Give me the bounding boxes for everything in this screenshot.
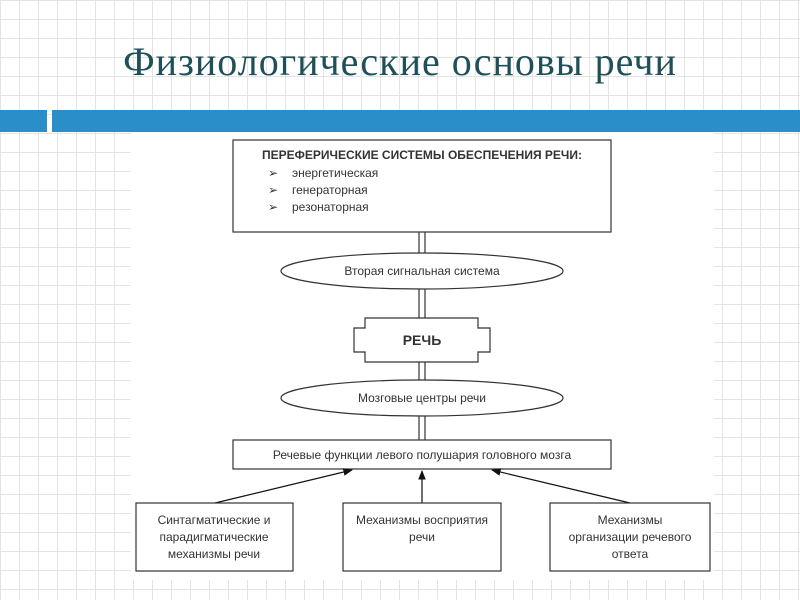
second-signal-system-label: Вторая сигнальная система — [344, 264, 500, 278]
title-band-left — [0, 110, 47, 132]
peripheral-systems-heading: ПЕРЕФЕРИЧЕСКИЕ СИСТЕМЫ ОБЕСПЕЧЕНИЯ РЕЧИ: — [262, 148, 582, 162]
left-hemisphere-label: Речевые функции левого полушария головно… — [273, 448, 572, 462]
mechanism-box-response: Механизмы организации речевого ответа — [549, 502, 711, 572]
mechanism-box-perception: Механизмы восприятия речи — [342, 502, 502, 572]
slide-title: Физиологические основы речи — [123, 39, 677, 84]
double-line-connector — [418, 232, 426, 440]
peripheral-item: энергетическая — [292, 166, 378, 180]
mechanism-label-line: механизмы речи — [168, 547, 260, 561]
mechanism-label-line: ответа — [612, 547, 649, 561]
title-band-right — [52, 110, 800, 132]
speech-label: РЕЧЬ — [403, 332, 442, 348]
brain-centers-label: Мозговые центры речи — [358, 391, 486, 405]
arrow-left — [214, 468, 353, 504]
second-signal-system-ellipse: Вторая сигнальная система — [280, 252, 564, 290]
peripheral-item: генераторная — [292, 183, 368, 197]
bullet-chevron-icon: ➢ — [268, 166, 278, 180]
brain-centers-ellipse: Мозговые центры речи — [280, 379, 564, 417]
arrow-connectors — [214, 468, 631, 504]
mechanism-label-line: организации речевого — [569, 530, 692, 544]
mechanism-label-line: Синтагматические и — [158, 513, 271, 527]
bullet-chevron-icon: ➢ — [268, 183, 278, 197]
mechanism-label-line: Механизмы восприятия — [356, 513, 488, 527]
arrow-right — [491, 468, 631, 504]
mechanism-label-line: парадигматические — [159, 530, 268, 544]
mechanism-label-line: Механизмы — [598, 513, 663, 527]
speech-box: РЕЧЬ — [353, 317, 491, 363]
bullet-chevron-icon: ➢ — [268, 200, 278, 214]
mechanism-label-line: речи — [409, 530, 435, 544]
left-hemisphere-box: Речевые функции левого полушария головно… — [232, 439, 612, 470]
peripheral-systems-box: ПЕРЕФЕРИЧЕСКИЕ СИСТЕМЫ ОБЕСПЕЧЕНИЯ РЕЧИ:… — [232, 139, 612, 233]
peripheral-item: резонаторная — [292, 200, 369, 214]
mechanism-box-syntagmatic: Синтагматические и парадигматические мех… — [135, 502, 294, 572]
